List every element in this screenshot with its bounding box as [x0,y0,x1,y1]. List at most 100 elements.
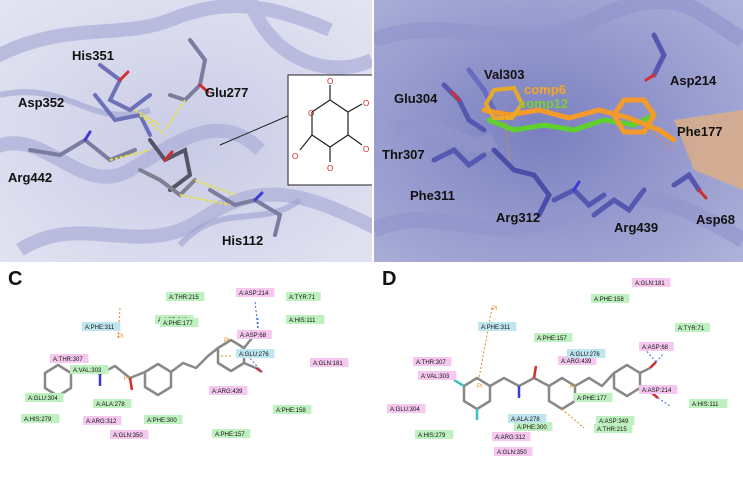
inset-atom-3: O [363,99,369,108]
residue-chip-green [286,315,325,324]
residue-chip-label: A:ASP:68 [240,333,267,339]
residue-chip-label: A:ARG:312 [86,419,117,425]
residue-chip-cyan [508,414,547,423]
label-asp68: Asp68 [696,212,735,227]
label-glu277: Glu277 [205,85,248,100]
inset-atom-2: O [327,77,333,86]
label-arg312: Arg312 [496,210,540,225]
residue-chip-green [514,422,553,431]
residue-chip-label: A:THR:307 [416,360,446,366]
panel-d-render: A:PHE:158A:PHE:157A:TYR:71A:ASP:349A:THR… [387,278,728,456]
residue-chip-label: A:PHE:157 [215,432,245,438]
residue-chip-label: A:ALA:278 [511,417,540,423]
pi-interaction-label: Pi [224,338,229,344]
residue-chip-green [144,415,183,424]
residue-chip-green [534,333,573,342]
residue-chip-pink [110,430,149,439]
inset-atom-6: O [292,152,298,161]
label-glu304: Glu304 [394,91,438,106]
residue-chip-label: A:PHE:158 [594,297,624,303]
pi-interaction-label: Pi [124,376,129,382]
residue-chip-pink [639,385,678,394]
residue-chip-label: A:PHE:157 [537,336,567,342]
panel-b-3d-view: Val303 Glu304 Asp214 Phe177 Thr307 Phe31… [374,0,743,262]
residue-chip-green [70,365,109,374]
residue-chip-label: A:THR:215 [597,427,627,433]
residue-chip-label: A:ALA:278 [96,402,125,408]
panel-a-render: O O O O O O His351 Asp352 Glu277 Arg442 … [0,0,372,262]
hydrogen-bonds [109,99,236,206]
label-his112: His112 [222,233,263,248]
label-comp12: comp12 [519,96,568,111]
residue-chip-label: A:ASP:214 [642,388,672,394]
residue-chip-green [166,292,205,301]
residue-chip-label: A:ASP:214 [239,291,269,297]
residue-chip-label: A:ASP:349 [599,419,629,425]
label-arg442: Arg442 [8,170,52,185]
residue-chip-label: A:ASP:68 [642,345,669,351]
pi-interaction-label: Pi [118,334,123,340]
residue-chip-label: A:ARG:439 [212,389,243,395]
residue-chip-label: A:VAL:303 [73,368,102,374]
label-his351: His351 [72,48,114,63]
residue-chip-green [160,318,199,327]
label-comp6: comp6 [524,82,566,97]
residue-chip-label: A:GLN:181 [313,361,343,367]
residue-chip-label: A:GLU:304 [28,396,58,402]
residue-chip-pink [639,342,674,351]
residue-chip-pink [310,358,349,367]
label-thr307: Thr307 [382,147,425,162]
residue-chip-green [273,405,312,414]
residue-chip-cyan [478,322,517,331]
label-phe311: Phe311 [410,188,455,203]
residue-chip-green [93,399,132,408]
label-phe177: Phe177 [677,124,723,139]
residue-chip-pink [632,278,671,287]
protein-ribbons-b [374,0,743,247]
residue-chip-label: A:HIS:279 [418,433,446,439]
residue-chip-label: A:PHE:311 [481,325,511,331]
residue-chip-cyan [567,349,606,358]
panel-b-render: Val303 Glu304 Asp214 Phe177 Thr307 Phe31… [374,0,743,262]
residue-chip-label: A:PHE:300 [517,425,547,431]
ligand-2d-d [462,363,653,411]
residue-chip-cyan [82,322,121,331]
residue-chip-green [591,294,630,303]
residue-chip-label: A:PHE:177 [163,321,193,327]
inset-atom-5: O [327,164,333,173]
residue-chip-green [25,393,64,402]
residue-chip-green [212,429,251,438]
residue-chip-label: A:THR:307 [53,357,83,363]
residue-chip-label: A:GLU:276 [239,352,269,358]
residue-chip-green [574,393,613,402]
panel-c-2d-diagram: A:THR:215A:TYR:71A:ASP:349A:HIS:111A:VAL… [0,268,372,488]
residue-chip-green [415,430,454,439]
panel-c-letter: C [8,268,23,290]
inset-atom-4: O [363,145,369,154]
residue-chip-label: A:GLN:181 [635,281,665,287]
residue-chip-label: A:PHE:300 [147,418,177,424]
residue-chip-label: A:ARG:312 [495,435,526,441]
residue-chip-label: A:HIS:279 [24,417,52,423]
residue-chip-label: A:TYR:71 [678,326,705,332]
label-arg439: Arg439 [614,220,658,235]
residue-chip-green [21,414,60,423]
residue-chip-pink [494,447,533,456]
residue-chip-pink [236,288,275,297]
panel-c-render: A:THR:215A:TYR:71A:ASP:349A:HIS:111A:VAL… [21,288,349,439]
residue-chip-cyan [236,349,275,358]
residue-chip-green [596,416,635,425]
residue-chip-pink [413,357,452,366]
panel-d-letter: D [382,268,397,290]
residue-chip-label: A:TYR:71 [289,295,316,301]
residue-chip-label: A:HIS:111 [692,402,719,408]
ligand-comp12 [486,112,657,133]
residue-chip-label: A:GLU:276 [570,352,600,358]
residue-chip-label: A:GLU:304 [390,407,420,413]
residue-chip-pink [237,330,272,339]
residue-chip-pink [418,371,457,380]
panel-a-3d-view: O O O O O O His351 Asp352 Glu277 Arg442 … [0,0,372,262]
residue-chip-label: A:PHE:311 [85,325,115,331]
residue-chip-label: A:PHE:158 [276,408,306,414]
